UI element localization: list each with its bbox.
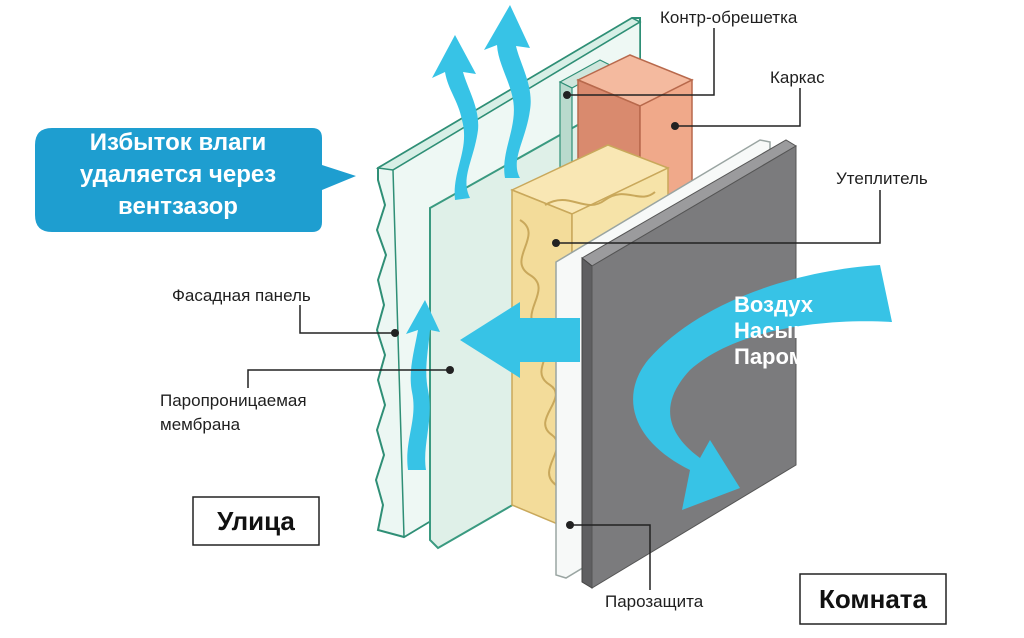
label-membrane-line-1: Паропроницаемая bbox=[160, 391, 307, 410]
leader-membrane bbox=[247, 369, 450, 388]
callout-line-3: вентзазор bbox=[118, 193, 238, 220]
air-label-line-3: Паром bbox=[734, 344, 805, 369]
label-vapor-barrier: Парозащита bbox=[605, 592, 704, 611]
label-insulation: Утеплитель bbox=[836, 169, 928, 188]
leader-lines bbox=[247, 28, 881, 590]
callout-line-2: удаляется через bbox=[80, 161, 276, 188]
label-frame: Каркас bbox=[770, 68, 825, 87]
leader-dots bbox=[391, 91, 679, 529]
label-facade-panel: Фасадная панель bbox=[172, 286, 311, 305]
leader-vapor-barrier bbox=[570, 524, 651, 590]
leader-facade-panel bbox=[299, 305, 395, 334]
zone-room: Комната bbox=[799, 573, 947, 625]
vent-flow-arrows bbox=[406, 5, 531, 470]
air-label-line-2: Насыщеный bbox=[734, 318, 870, 343]
air-label-line-1: Воздух bbox=[734, 292, 814, 317]
label-membrane-line-2: мембрана bbox=[160, 415, 241, 434]
callout-line-1: Избыток влаги bbox=[90, 129, 266, 156]
moisture-callout: Избыток влаги удаляется через вентзазор bbox=[35, 128, 356, 232]
humid-air-arrow bbox=[633, 265, 892, 510]
leader-frame bbox=[675, 88, 801, 127]
zone-outside: Улица bbox=[192, 496, 320, 546]
leader-insulation bbox=[556, 190, 881, 244]
vapor-migration-arrow bbox=[460, 302, 580, 378]
leader-counter-batten bbox=[567, 28, 715, 96]
label-counter-batten: Контр-обрешетка bbox=[660, 8, 798, 27]
interior-wall-board bbox=[581, 139, 797, 589]
air-label: Воздух Насыщеный Паром bbox=[734, 292, 870, 369]
zone-room-label: Комната bbox=[819, 584, 928, 614]
zone-outside-label: Улица bbox=[217, 506, 295, 536]
